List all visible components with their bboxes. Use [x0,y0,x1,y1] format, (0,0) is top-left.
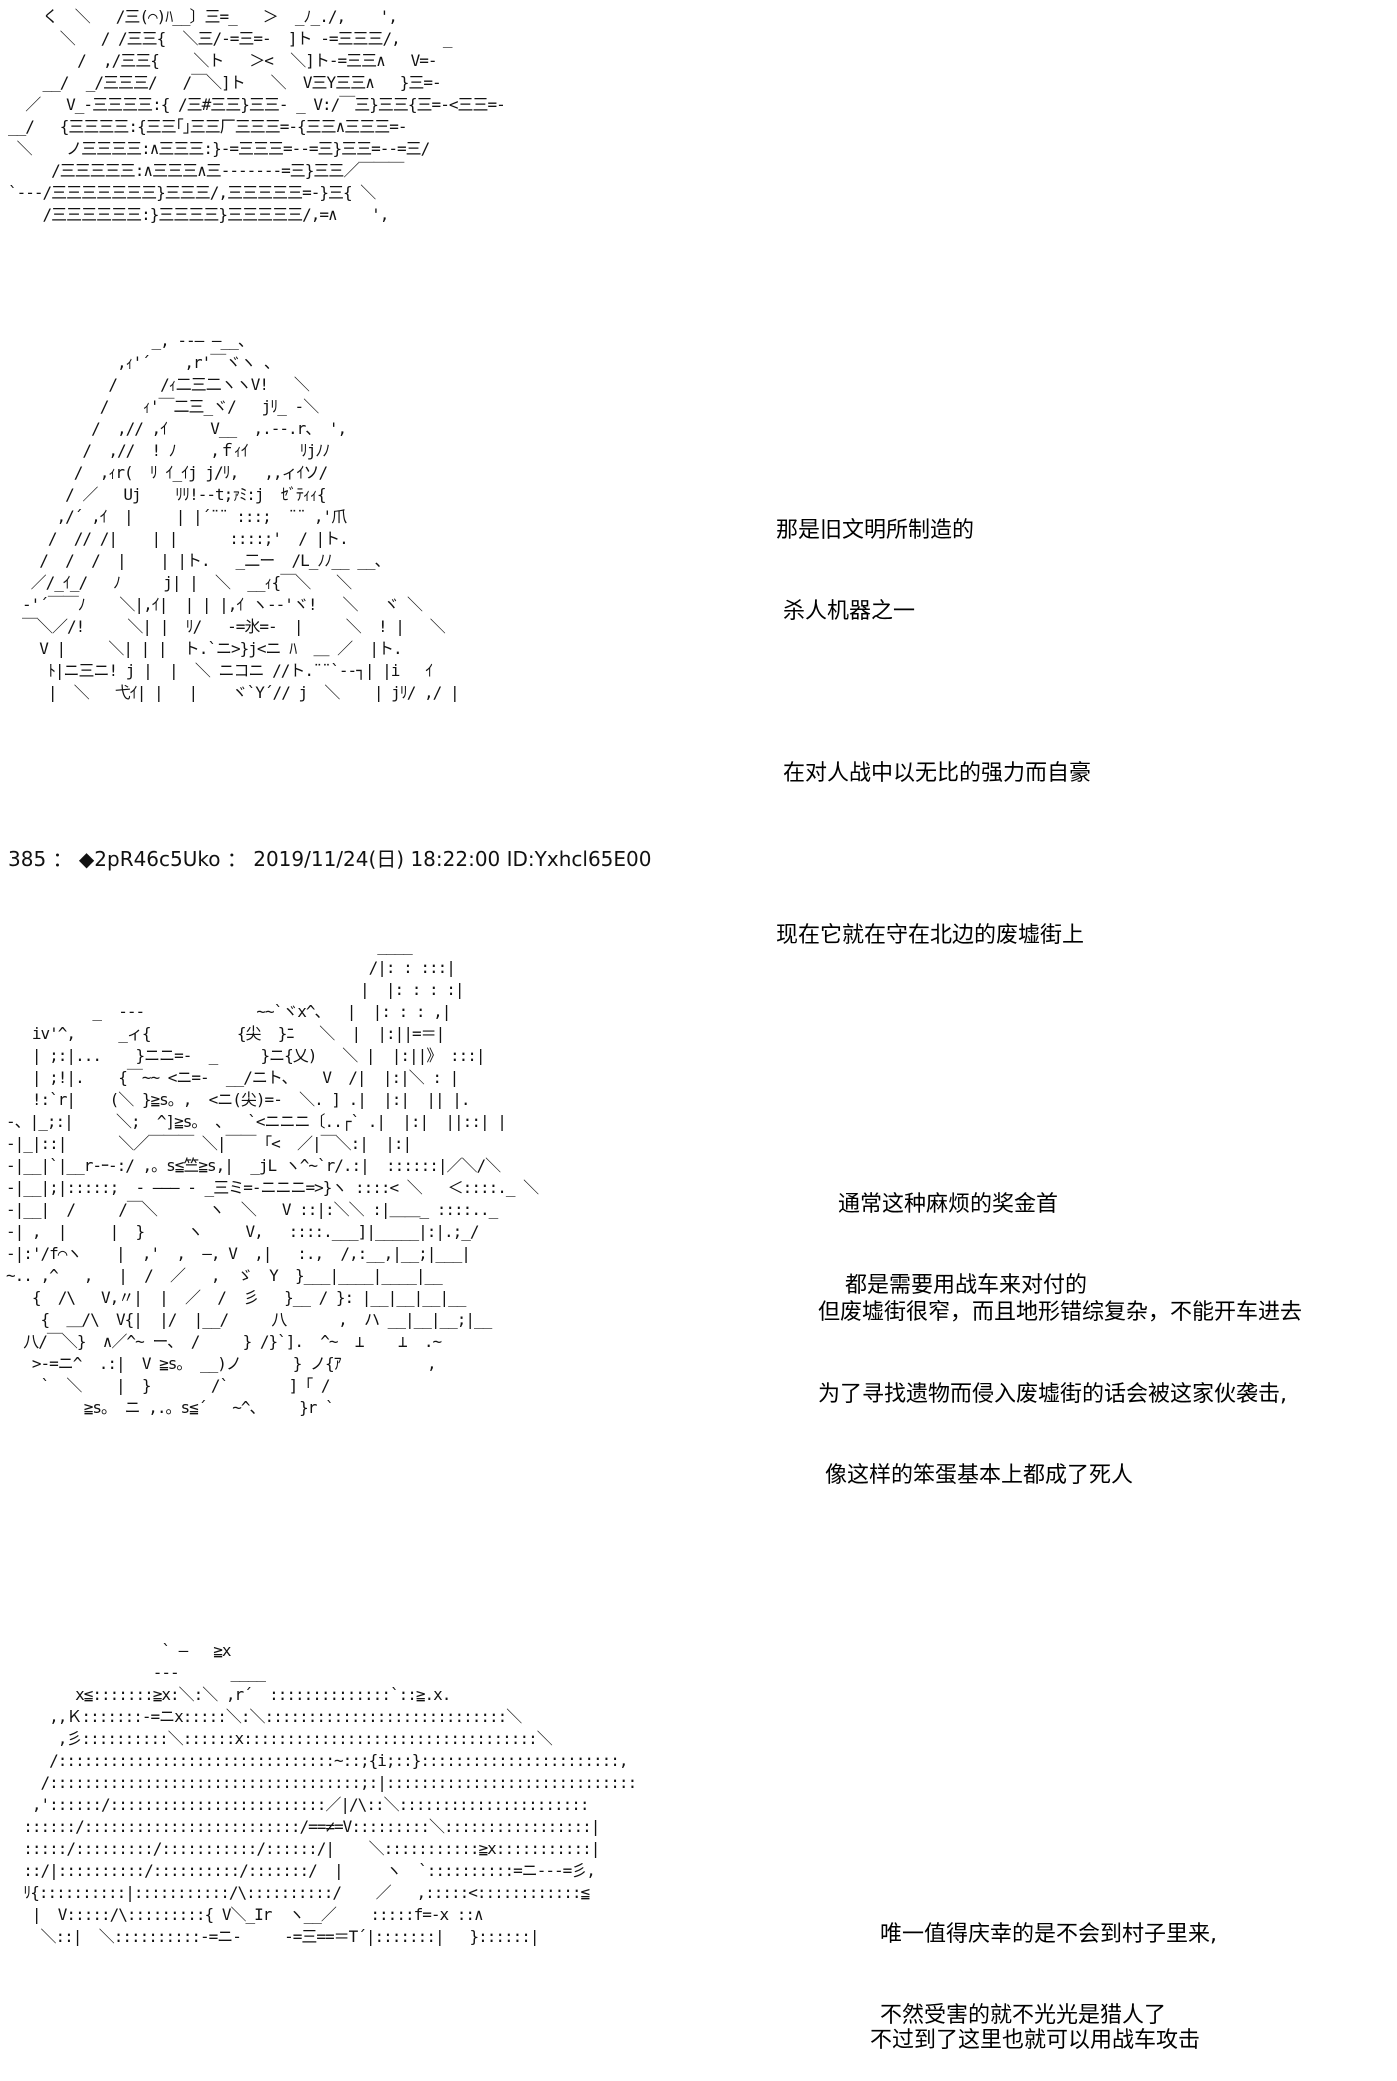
caption-line: 现在它就在守在北边的废墟街上 [776,923,1085,948]
post-header: 385 ： ◆2pR46c5Uko ： 2019/11/24(日) 18:22:… [8,847,652,871]
caption-line: 那是旧文明所制造的 [776,518,975,543]
ascii-art-robot-girl: _, -‐― ―__、 ,ｨ'´ ,r'￣ヾヽ 、 / /ｨ二三二ヽヽV! ＼ … [22,331,460,702]
caption-block-2: 通常这种麻烦的奖金首 都是需要用战车来对付的 [838,1137,1087,1326]
caption-line: 在对人战中以无比的强力而自豪 [776,761,1091,786]
caption-line: 杀人机器之一 [776,599,915,624]
caption-line [776,679,1091,706]
caption-line: 为了寻找遗物而侵入废墟街的话会被这家伙袭击, [818,1382,1287,1407]
caption-block-1: 那是旧文明所制造的 杀人机器之一 在对人战中以无比的强力而自豪 现在它就在守在北… [776,463,1091,976]
ascii-art-robot-ruins: ____ /|: : :::| | |: : : :| _ -‐- ~~`ヾx^… [6,936,539,1417]
caption-line: 通常这种麻烦的奖金首 [838,1192,1059,1217]
caption-line: 唯一值得庆幸的是不会到村子里来, [880,1922,1217,1947]
caption-line: 都是需要用战车来对付的 [838,1273,1087,1298]
ascii-art-tank-bottom: ` ― ≧x --- ____ x≦:::::::≧x:＼:＼ ,r´ ::::… [23,1641,637,1946]
caption-line: 像这样的笨蛋基本上都成了死人 [818,1463,1133,1488]
caption-line: 不过到了这里也就可以用战车攻击 [870,2028,1201,2053]
ascii-art-tank-top: く ＼ /三(⌒)ﾊ__〕三=_ ＞ _ﾉ_./, ', ＼ / /三三{ ＼三… [8,7,506,224]
caption-block-6: 不过到了这里也就可以用战车攻击 [870,1973,1200,2081]
caption-line: 但废墟街很窄，而且地形错综复杂，不能开车进去 [818,1300,1303,1325]
caption-block-3: 但废墟街很窄，而且地形错综复杂，不能开车进去 [818,1245,1302,1353]
caption-line [776,841,1091,868]
caption-block-4: 为了寻找遗物而侵入废墟街的话会被这家伙袭击, 像这样的笨蛋基本上都成了死人 [818,1327,1287,1516]
